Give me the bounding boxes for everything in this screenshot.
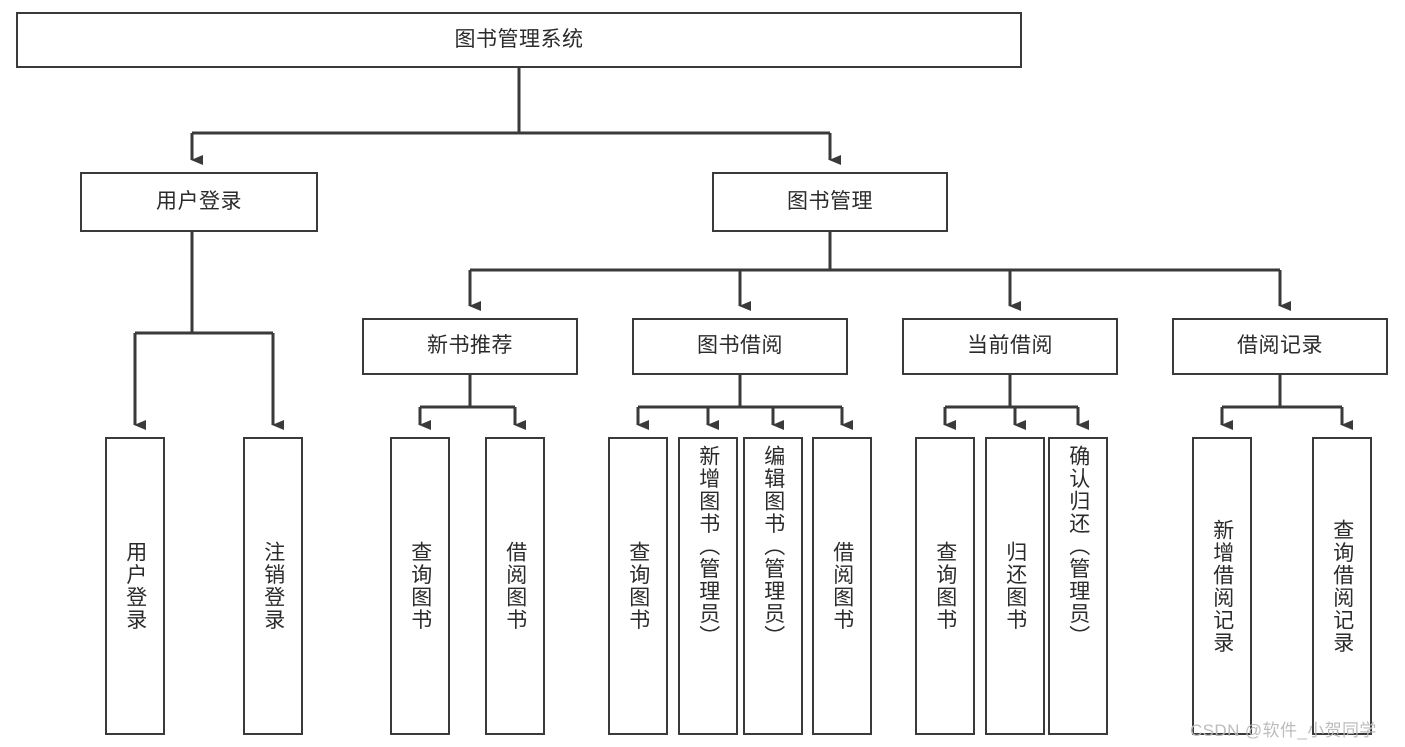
node-label: 确认归还（管理员） [1066, 445, 1090, 648]
node-new-book-recommend[interactable]: 新书推荐 [362, 318, 578, 375]
node-label: 新增借阅记录 [1210, 518, 1234, 654]
leaf-return-book[interactable]: 归还图书 [985, 437, 1045, 735]
node-label: 查询借阅记录 [1330, 518, 1354, 654]
leaf-query-book-recommend[interactable]: 查询图书 [390, 437, 450, 735]
node-label: 借阅记录 [1237, 334, 1323, 358]
node-label: 图书借阅 [697, 334, 783, 358]
csdn-watermark: CSDN @软件_小贺同学 [1190, 721, 1377, 740]
node-current-borrow[interactable]: 当前借阅 [902, 318, 1118, 375]
leaf-borrow-book-recommend[interactable]: 借阅图书 [485, 437, 545, 735]
leaf-add-borrow-record[interactable]: 新增借阅记录 [1192, 437, 1252, 735]
node-label: 当前借阅 [967, 334, 1053, 358]
node-borrow-record[interactable]: 借阅记录 [1172, 318, 1388, 375]
node-label: 注销登录 [261, 541, 285, 631]
node-user-login[interactable]: 用户登录 [80, 172, 318, 232]
leaf-confirm-return-admin[interactable]: 确认归还（管理员） [1048, 437, 1108, 735]
node-label: 用户登录 [156, 189, 242, 213]
leaf-borrow-book[interactable]: 借阅图书 [812, 437, 872, 735]
leaf-edit-book-admin[interactable]: 编辑图书（管理员） [743, 437, 803, 735]
leaf-add-book-admin[interactable]: 新增图书（管理员） [678, 437, 738, 735]
node-root-book-management-system[interactable]: 图书管理系统 [16, 12, 1022, 68]
node-label: 归还图书 [1003, 541, 1027, 631]
node-book-management[interactable]: 图书管理 [712, 172, 948, 232]
node-label: 查询图书 [626, 541, 650, 631]
leaf-user-login[interactable]: 用户登录 [105, 437, 165, 735]
node-label: 图书管理 [787, 189, 873, 213]
leaf-query-borrow-record[interactable]: 查询借阅记录 [1312, 437, 1372, 735]
leaf-user-logout[interactable]: 注销登录 [243, 437, 303, 735]
leaf-query-book-current[interactable]: 查询图书 [915, 437, 975, 735]
node-label: 查询图书 [933, 541, 957, 631]
node-label: 新书推荐 [427, 334, 513, 358]
node-label: 用户登录 [123, 541, 147, 631]
node-label: 新增图书（管理员） [696, 445, 720, 648]
node-label: 图书管理系统 [454, 27, 584, 51]
node-label: 借阅图书 [830, 541, 854, 631]
node-book-borrow[interactable]: 图书借阅 [632, 318, 848, 375]
leaf-query-book-borrow[interactable]: 查询图书 [608, 437, 668, 735]
node-label: 查询图书 [408, 541, 432, 631]
node-label: 编辑图书（管理员） [761, 445, 785, 648]
node-label: 借阅图书 [503, 541, 527, 631]
